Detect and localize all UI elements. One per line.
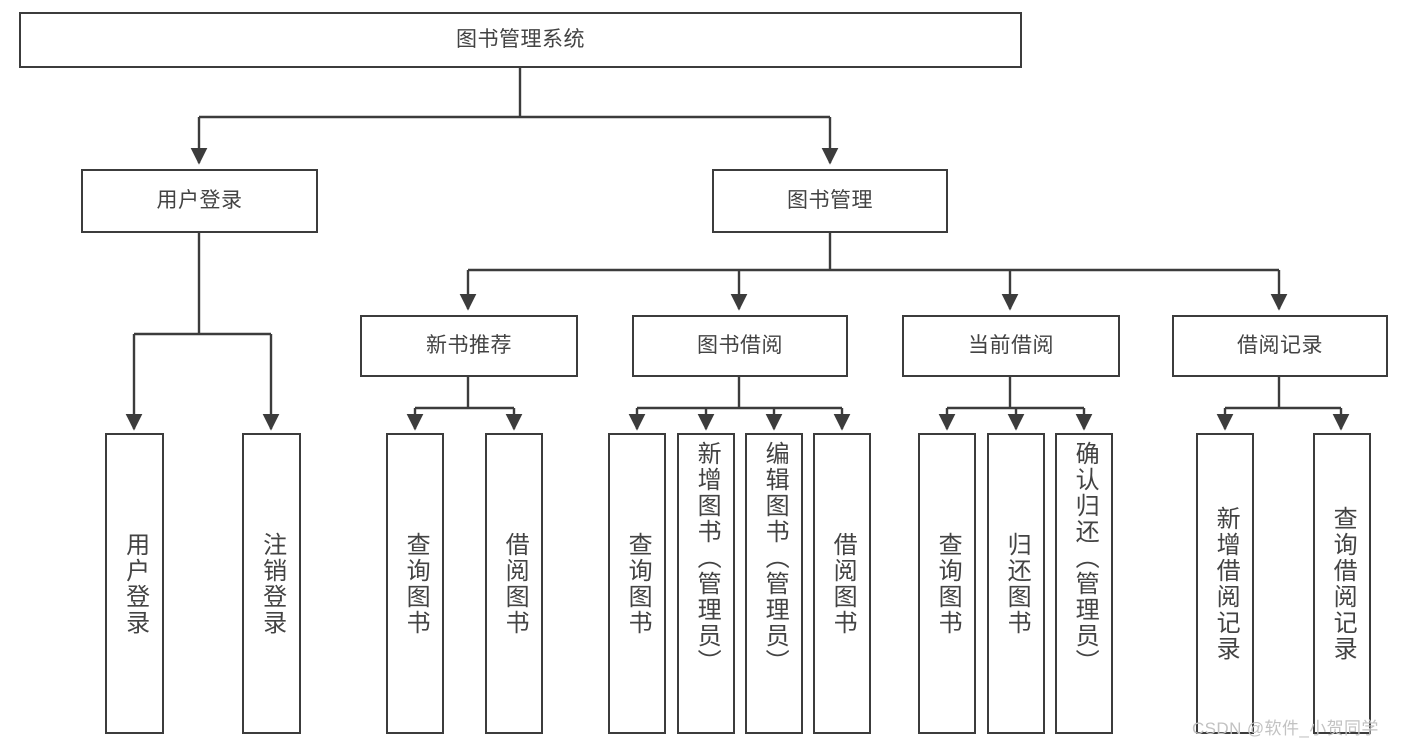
csdn-watermark: CSDN @软件_小贺同学 bbox=[1192, 719, 1379, 738]
node-current-borrow[interactable]: 当前借阅 bbox=[902, 315, 1120, 377]
node-label: 查询图书 bbox=[624, 531, 652, 636]
node-label: 查询借阅记录 bbox=[1329, 505, 1357, 662]
node-label: 新增图书（管理员） bbox=[693, 441, 721, 675]
node-user-login[interactable]: 用户登录 bbox=[81, 169, 318, 233]
leaf-borrow-book-recommend[interactable]: 借阅图书 bbox=[485, 433, 543, 734]
leaf-user-login[interactable]: 用户登录 bbox=[105, 433, 164, 734]
node-label: 新增借阅记录 bbox=[1212, 505, 1240, 662]
node-label: 新书推荐 bbox=[426, 334, 512, 358]
node-book-borrow[interactable]: 图书借阅 bbox=[632, 315, 848, 377]
leaf-add-book-admin[interactable]: 新增图书（管理员） bbox=[677, 433, 735, 734]
leaf-query-borrow-record[interactable]: 查询借阅记录 bbox=[1313, 433, 1371, 734]
node-label: 当前借阅 bbox=[968, 334, 1054, 358]
node-label: 借阅记录 bbox=[1237, 334, 1323, 358]
node-label: 编辑图书（管理员） bbox=[761, 441, 789, 675]
leaf-query-book-current[interactable]: 查询图书 bbox=[918, 433, 976, 734]
leaf-logout[interactable]: 注销登录 bbox=[242, 433, 301, 734]
node-label: 图书借阅 bbox=[697, 334, 783, 358]
leaf-query-book-borrow[interactable]: 查询图书 bbox=[608, 433, 666, 734]
leaf-borrow-book[interactable]: 借阅图书 bbox=[813, 433, 871, 734]
node-book-management[interactable]: 图书管理 bbox=[712, 169, 948, 233]
node-label: 注销登录 bbox=[258, 531, 286, 636]
node-root-book-management-system[interactable]: 图书管理系统 bbox=[19, 12, 1022, 68]
leaf-edit-book-admin[interactable]: 编辑图书（管理员） bbox=[745, 433, 803, 734]
leaf-confirm-return-admin[interactable]: 确认归还（管理员） bbox=[1055, 433, 1113, 734]
node-label: 确认归还（管理员） bbox=[1071, 441, 1099, 675]
leaf-add-borrow-record[interactable]: 新增借阅记录 bbox=[1196, 433, 1254, 734]
node-label: 借阅图书 bbox=[829, 531, 857, 636]
leaf-return-book[interactable]: 归还图书 bbox=[987, 433, 1045, 734]
node-label: 用户登录 bbox=[156, 189, 243, 213]
node-label: 图书管理 bbox=[787, 189, 873, 213]
node-label: 归还图书 bbox=[1003, 531, 1031, 636]
node-label: 查询图书 bbox=[934, 531, 962, 636]
node-label: 查询图书 bbox=[402, 531, 430, 636]
node-label: 借阅图书 bbox=[501, 531, 529, 636]
node-borrow-record[interactable]: 借阅记录 bbox=[1172, 315, 1388, 377]
node-label: 图书管理系统 bbox=[456, 28, 585, 52]
leaf-query-book-recommend[interactable]: 查询图书 bbox=[386, 433, 444, 734]
node-new-book-recommend[interactable]: 新书推荐 bbox=[360, 315, 578, 377]
node-label: 用户登录 bbox=[121, 531, 149, 636]
